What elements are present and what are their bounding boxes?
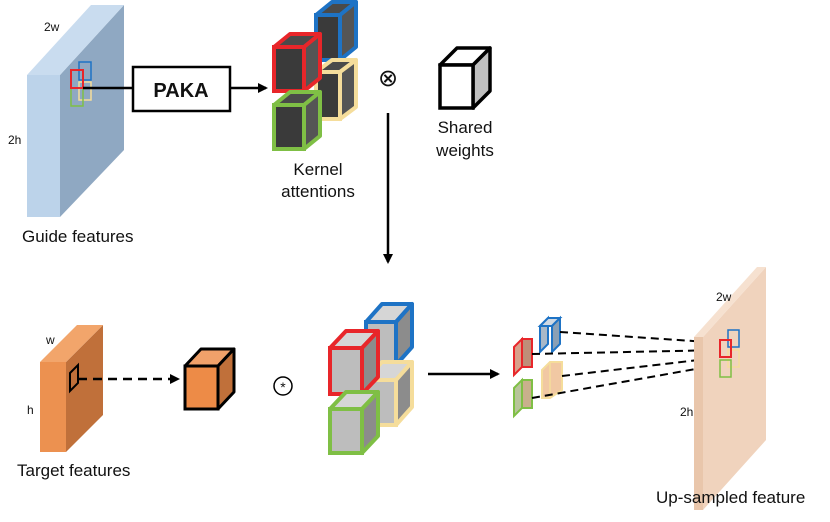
up-red-square (719, 339, 732, 358)
target-slab-top (40, 325, 103, 362)
up-green-square (719, 359, 732, 378)
target-features-caption: Target features (17, 461, 130, 480)
guide-slab-top (27, 5, 124, 75)
target-height-label: h (27, 403, 34, 417)
up-blue-square (727, 329, 740, 348)
up-slab-side (703, 267, 766, 510)
target-slab-side (66, 325, 103, 452)
convolution-operator-icon (273, 376, 293, 396)
weighted-cube-red (328, 329, 380, 396)
patch-green (513, 377, 533, 419)
upsampled-feature-caption: Up-sampled feature (656, 488, 805, 507)
shared-weights-label-2: weights (435, 141, 494, 160)
target-small-square (69, 362, 79, 394)
kernel-cube-red (272, 32, 322, 93)
target-patch-cube (183, 347, 236, 411)
guide-slab-front (27, 75, 60, 217)
up-height-label: 2h (680, 405, 693, 419)
guide-features-caption: Guide features (22, 227, 134, 246)
up-slab-top (694, 267, 766, 337)
guide-yellow-square (78, 81, 92, 101)
kernel-cube-blue (314, 0, 358, 62)
convolution-star: * (280, 379, 286, 395)
output-patches (513, 315, 563, 419)
kernel-attentions-label-1: Kernel (293, 160, 342, 179)
shared-weights-cube (438, 46, 492, 110)
guide-red-square (70, 69, 84, 89)
weighted-kernel-cubes (328, 302, 414, 455)
kernel-cube-green (272, 90, 322, 151)
shared-weights-label-1: Shared (438, 118, 493, 137)
guide-slab-side (60, 5, 124, 217)
patch-yellow (541, 361, 563, 399)
upsampled-feature-slab (694, 267, 766, 510)
patch-blue (537, 315, 563, 355)
up-yellow-square (727, 349, 740, 368)
guide-width-label: 2w (44, 20, 60, 34)
kernel-attentions-label-2: attentions (281, 182, 355, 201)
target-width-label: w (45, 333, 55, 347)
guide-features-slab (27, 5, 124, 217)
weighted-cube-green (328, 390, 380, 455)
target-slab-front (40, 362, 66, 452)
target-features-slab (40, 325, 103, 452)
guide-height-label: 2h (8, 133, 21, 147)
paka-label: PAKA (153, 80, 208, 102)
up-slab-front (694, 337, 703, 510)
patch-red (513, 336, 533, 378)
otimes-operator-icon: ⊗ (378, 65, 398, 92)
kernel-attention-cubes (272, 0, 358, 151)
up-width-label: 2w (716, 290, 732, 304)
